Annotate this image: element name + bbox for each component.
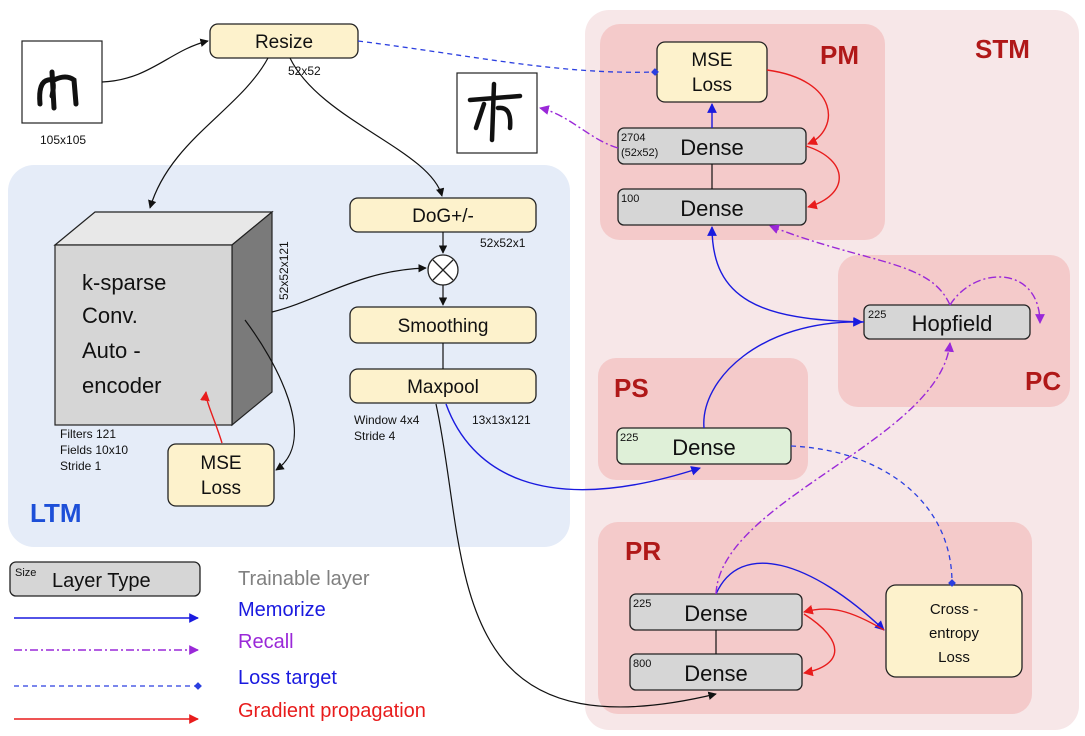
cube-line-3: Auto - — [82, 338, 141, 363]
cube-param-2: Fields 10x10 — [60, 443, 128, 457]
ltm-mse-line-1: MSE — [200, 453, 241, 474]
legend-layer-type-box — [9, 561, 201, 597]
ps-label: PS — [614, 373, 649, 403]
ps-dense-label: Dense — [672, 435, 736, 460]
gradient-arrows — [200, 69, 885, 677]
hopfield-size: 225 — [868, 309, 886, 321]
pr-dense-bottom-size: 800 — [633, 658, 651, 670]
legend-recall: Recall — [238, 631, 294, 653]
pr-dense-top-size: 225 — [633, 598, 651, 610]
ce-line-1: Cross - — [930, 601, 978, 618]
cube-param-3: Stride 1 — [60, 459, 102, 473]
dog-label: DoG+/- — [412, 206, 474, 227]
pm-dense-top-label: Dense — [680, 135, 744, 160]
stm-label: STM — [975, 34, 1030, 64]
recalled-glyph-image — [456, 72, 538, 154]
pm-mse-line-1: MSE — [691, 50, 732, 71]
legend-size-sup: Size — [15, 567, 36, 579]
input-glyph-image — [21, 40, 103, 124]
pm-dense-top-size-2: (52x52) — [621, 147, 658, 159]
legend-memorize: Memorize — [238, 599, 326, 621]
pr-label: PR — [625, 536, 661, 566]
pm-dense-bottom-label: Dense — [680, 196, 744, 221]
ltm-mse-line-2: Loss — [201, 478, 241, 499]
maxpool-window: Window 4x4 — [354, 413, 420, 427]
black-flow-arrows — [101, 38, 717, 708]
maxpool-stride: Stride 4 — [354, 429, 396, 443]
recall-arrows — [539, 105, 1045, 595]
legend-loss-target: Loss target — [238, 667, 337, 689]
pm-label: PM — [820, 40, 859, 70]
ltm-label: LTM — [30, 498, 82, 528]
cube-param-1: Filters 121 — [60, 427, 116, 441]
maxpool-label: Maxpool — [407, 377, 479, 398]
cube-line-4: encoder — [82, 373, 162, 398]
legend-trainable: Trainable layer — [238, 568, 370, 590]
ce-line-3: Loss — [938, 649, 970, 666]
cube-size: 52x52x121 — [277, 241, 291, 300]
ltm-mse-loss-box — [167, 443, 275, 507]
legend: Size Layer Type Trainable layer Memorize… — [9, 561, 426, 724]
loss-target-arrows — [357, 40, 956, 587]
legend-gradient: Gradient propagation — [238, 700, 426, 722]
input-size-label: 105x105 — [40, 133, 86, 147]
smoothing-label: Smoothing — [398, 316, 489, 337]
pc-label: PC — [1025, 366, 1061, 396]
pr-dense-top-label: Dense — [684, 601, 748, 626]
resize-size: 52x52 — [288, 64, 321, 78]
legend-layer-type: Layer Type — [52, 570, 151, 592]
memorize-arrows — [445, 103, 885, 631]
cube-line-2: Conv. — [82, 303, 138, 328]
maxpool-size: 13x13x121 — [472, 413, 531, 427]
hopfield-label: Hopfield — [912, 311, 993, 336]
pm-dense-top-size-1: 2704 — [621, 132, 645, 144]
dog-size: 52x52x1 — [480, 236, 526, 250]
pr-dense-bottom-label: Dense — [684, 661, 748, 686]
pm-dense-bottom-size: 100 — [621, 193, 639, 205]
resize-label: Resize — [255, 32, 313, 53]
cube-line-1: k-sparse — [82, 270, 166, 295]
pm-mse-line-2: Loss — [692, 75, 732, 96]
ce-line-2: entropy — [929, 625, 980, 642]
ps-dense-size: 225 — [620, 432, 638, 444]
multiply-node — [427, 254, 459, 286]
